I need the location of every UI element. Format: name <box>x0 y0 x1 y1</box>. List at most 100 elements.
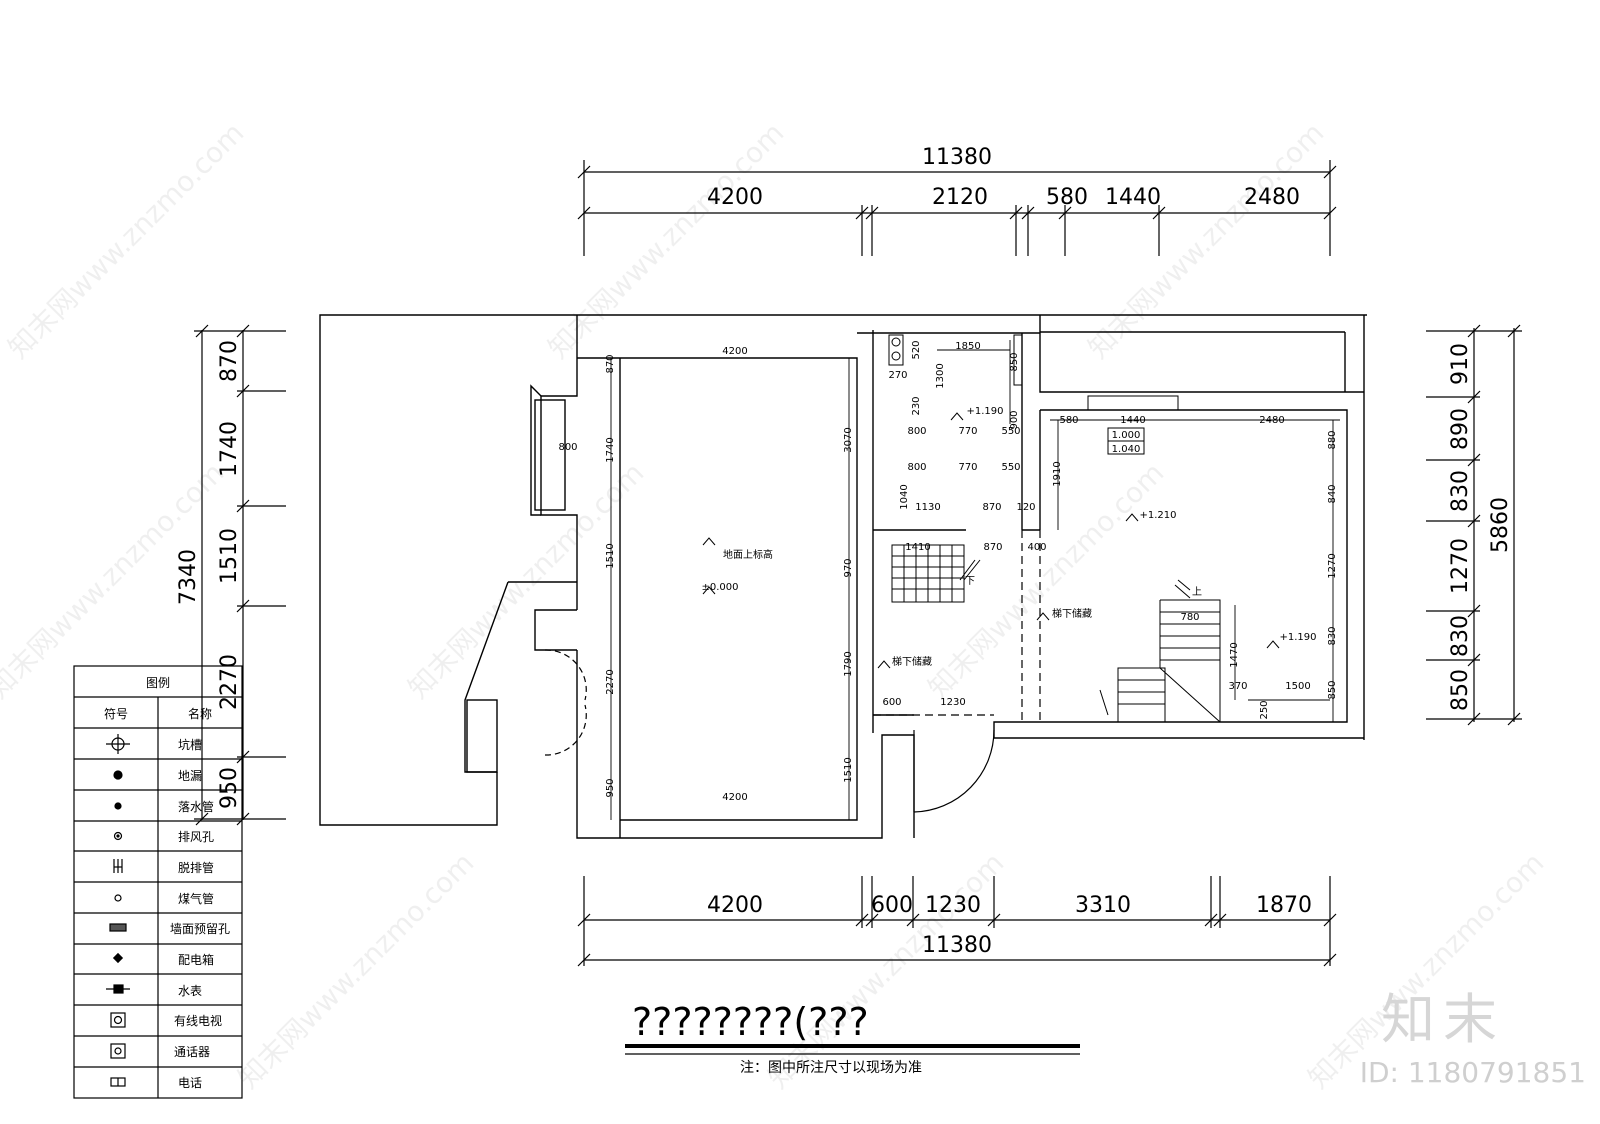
left-dim: 2270 <box>217 654 242 710</box>
legend-item-name: 地漏 <box>178 769 202 783</box>
right-stair-dim: 250 <box>1259 700 1270 719</box>
right-room-dim: 580 <box>1059 415 1078 426</box>
phone-box-icon <box>110 1077 126 1087</box>
legend-title: 图例 <box>146 676 170 690</box>
right-dim: 910 <box>1448 343 1473 385</box>
top-total-dim: 11380 <box>922 145 992 170</box>
top-dimensions <box>577 160 1337 256</box>
corr-dim: 600 <box>882 697 901 708</box>
left-total-dim: 7340 <box>176 549 201 605</box>
bath-dim: 800 <box>907 426 926 437</box>
bath-dim: 1850 <box>955 341 980 352</box>
bath-dim: 520 <box>911 340 922 359</box>
water-meter-icon <box>106 984 130 994</box>
bath-dim: 770 <box>958 462 977 473</box>
right-dimensions <box>1426 324 1522 726</box>
bottom-dim: 3310 <box>1075 893 1131 918</box>
left-dim: 1510 <box>217 528 242 584</box>
legend-item-name: 脱排管 <box>178 860 214 875</box>
vent-dot-icon <box>113 831 123 841</box>
level-tag: 1.000 <box>1112 430 1141 441</box>
stair-left <box>891 544 981 603</box>
stair-dim: 1410 <box>905 542 930 553</box>
bath-dim: 1040 <box>899 484 910 509</box>
bath-dim: 1130 <box>915 502 940 513</box>
watermark-text: 知末网www.znzmo.com <box>542 116 791 365</box>
inner-dim: 1740 <box>605 437 616 462</box>
watermark-text: 知末网www.znzmo.com <box>762 846 1011 1095</box>
right-dim: 1270 <box>1448 538 1473 594</box>
legend-item-name: 配电箱 <box>178 952 214 967</box>
inner-dim: 950 <box>605 778 616 797</box>
inner-dim: 870 <box>605 354 616 373</box>
filled-dot-icon <box>113 770 123 780</box>
inner-dim: 2270 <box>605 669 616 694</box>
diamond-icon <box>112 952 124 964</box>
right-room-dim: 1270 <box>1327 553 1338 578</box>
bath-dim: 870 <box>982 502 1001 513</box>
inner-dim: 1510 <box>605 543 616 568</box>
drawing-title: ????????(??? <box>632 1000 869 1044</box>
gas-dot-icon <box>114 894 122 902</box>
bath-dim: 270 <box>888 370 907 381</box>
bottom-dim: 1230 <box>925 893 981 918</box>
bath-dim: 1300 <box>935 363 946 388</box>
bath-dim: 850 <box>1009 352 1020 371</box>
right-dim: 890 <box>1448 408 1473 450</box>
top-dim: 580 <box>1046 185 1088 210</box>
bath-dim: 230 <box>911 396 922 415</box>
level-tag: 1.040 <box>1112 444 1141 455</box>
legend-item-name: 通话器 <box>174 1045 210 1059</box>
right-room-dim: 830 <box>1327 626 1338 645</box>
inner-dim: 4200 <box>722 346 747 357</box>
level-bath: +1.190 <box>966 406 1003 417</box>
inner-dim-lines <box>610 340 1340 821</box>
right-dim: 850 <box>1448 669 1473 711</box>
legend-item-name: 排风孔 <box>178 830 214 844</box>
stair-dim: 870 <box>983 542 1002 553</box>
right-room-dim: 1440 <box>1120 415 1145 426</box>
stair-up-label: 上 <box>1192 586 1202 598</box>
legend-col-name: 名称 <box>188 706 212 721</box>
right-stair-dim: 1470 <box>1229 642 1240 667</box>
stair-dim: 400 <box>1027 542 1046 553</box>
left-dimensions <box>194 324 286 826</box>
bottom-dim: 4200 <box>707 893 763 918</box>
watermark-text: 知末网www.znzmo.com <box>402 456 651 705</box>
brand-logo-text: 知末 <box>1381 988 1505 1051</box>
top-dim: 1440 <box>1105 185 1161 210</box>
watermark-layer: 知末网www.znzmo.com 知末网www.znzmo.com 知末网www… <box>0 116 1550 1095</box>
stair-storage-label: 梯下储藏 <box>1052 607 1092 620</box>
bath-dim: 770 <box>958 426 977 437</box>
legend-item-name: 有线电视 <box>174 1013 222 1028</box>
walls <box>319 314 1367 839</box>
tv-box-icon <box>110 1012 126 1028</box>
legend-item-name: 落水管 <box>178 799 214 814</box>
crosshair-circle-icon <box>106 734 130 754</box>
right-stair-dim: 370 <box>1228 681 1247 692</box>
bath-dim: 900 <box>1009 410 1020 429</box>
entry-door <box>544 649 587 756</box>
right-room-dim: 1910 <box>1052 461 1063 486</box>
inner-dim: 3070 <box>843 427 854 452</box>
drain-symbol-icon <box>113 859 123 873</box>
right-stair-dim: 780 <box>1180 612 1199 623</box>
legend-item-name: 墙面预留孔 <box>170 922 230 936</box>
right-room-dim: 840 <box>1327 484 1338 503</box>
bath-dim: 800 <box>907 462 926 473</box>
left-dim: 870 <box>217 340 242 382</box>
right-dim: 830 <box>1448 470 1473 512</box>
level-main: ±0.000 <box>701 582 738 593</box>
right-total-dim: 5860 <box>1488 497 1513 553</box>
inner-dim: 1790 <box>843 651 854 676</box>
stair-right <box>1099 579 1221 723</box>
left-dim: 1740 <box>217 421 242 477</box>
bay-dim: 800 <box>558 442 577 453</box>
inner-dim: 970 <box>843 558 854 577</box>
bottom-dimensions <box>577 876 1337 967</box>
bath-dim: 550 <box>1001 426 1020 437</box>
corr-dim: 1230 <box>940 697 965 708</box>
left-dim: 950 <box>217 767 242 809</box>
legend-icons <box>106 734 130 1087</box>
